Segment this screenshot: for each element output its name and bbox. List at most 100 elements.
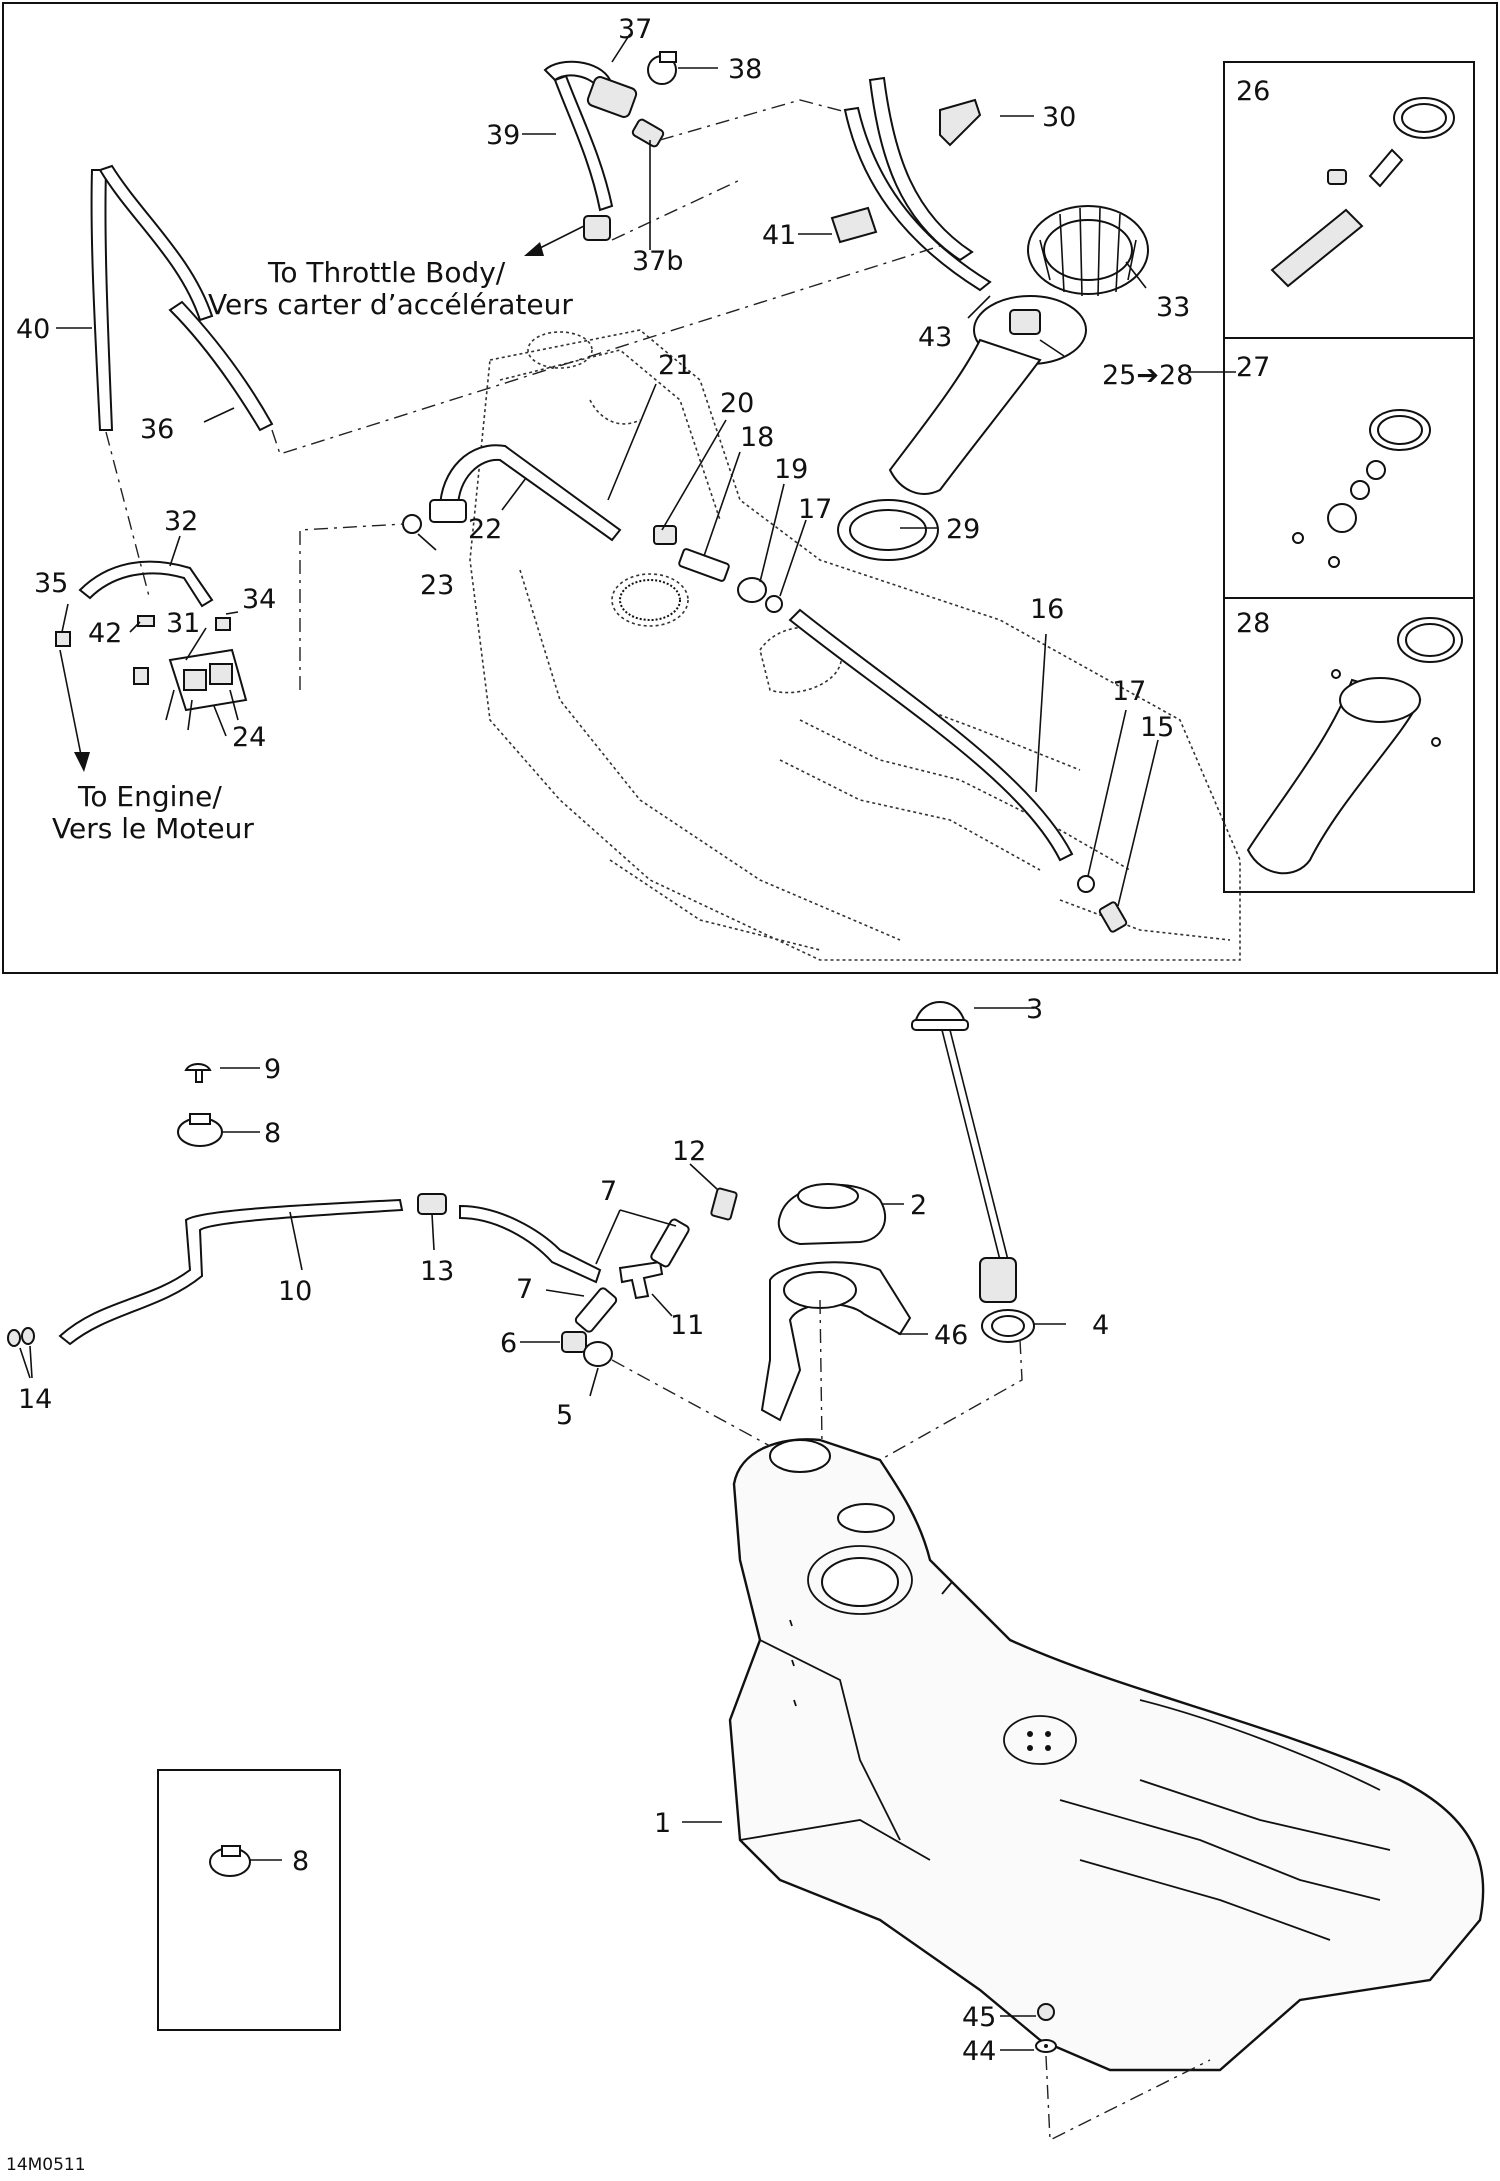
connector-37b [583,215,611,241]
callout-6: 6 [500,1328,517,1359]
washer-44 [1035,2039,1057,2053]
callout-38: 38 [728,54,762,85]
callout-39: 39 [486,120,520,151]
fuel-cap-2 [777,1183,887,1246]
callout-20: 20 [720,388,754,419]
fuel-tank-1 [728,1438,1485,2072]
clamp-17-lower [1077,875,1095,893]
note-engine-line1: To Engine/ [77,780,222,813]
pressure-regulator-24 [165,648,248,731]
callout-27: 27 [1236,352,1270,383]
hose-32 [78,560,214,608]
callout-12: 12 [672,1136,706,1167]
diagram-code: 14M0511 [6,2155,86,2175]
callout-11: 11 [670,1310,704,1341]
fuel-pump-module-25 [888,295,1087,495]
note-engine-line2: Vers le Moteur [52,812,254,845]
arrow-to-engine [59,649,90,772]
callout-26: 26 [1236,76,1270,107]
callout-5: 5 [556,1400,573,1431]
inset-8-clamp [209,1845,251,1877]
ghost-fuel-tank [469,329,1241,961]
routing-lines [105,99,1211,2142]
callout-30: 30 [1042,102,1076,133]
callout-1: 1 [654,1808,671,1839]
clamp-14 [7,1327,35,1347]
clamp-38 [647,51,677,85]
callout-31: 31 [166,608,200,639]
callout-37b: 37b [632,246,684,277]
callout-34: 34 [242,584,276,615]
callout-40: 40 [16,314,50,345]
callout-14: 14 [18,1384,52,1415]
nut-45 [1037,2003,1055,2021]
inset-frame-pump-housing [1223,597,1475,893]
callout-18: 18 [740,422,774,453]
hose-40 [90,164,214,431]
callout-15: 15 [1140,712,1174,743]
callout-4: 4 [1092,1310,1109,1341]
callout-2: 2 [910,1190,927,1221]
callout-29: 29 [946,514,980,545]
callout-8-inset: 8 [292,1846,309,1877]
callout-16: 16 [1030,594,1064,625]
callout-35: 35 [34,568,68,599]
hose-7-right [650,1218,690,1268]
note-throttle-line1: To Throttle Body/ [267,256,506,289]
inset-28-parts [1246,617,1463,875]
callout-10: 10 [278,1276,312,1307]
tee-11 [618,1260,664,1300]
hose-7-upper [459,1204,602,1284]
connector-37 [586,76,638,118]
callout-33: 33 [1156,292,1190,323]
callout-7-lower: 7 [516,1274,533,1305]
callout-42: 42 [88,618,122,649]
grommet-5 [583,1341,613,1367]
hose-7-lower [574,1287,618,1333]
tube-16 [788,608,1074,862]
leader-lines [19,33,1236,2051]
callout-24: 24 [232,722,266,753]
callout-44: 44 [962,2036,996,2067]
callout-23: 23 [420,570,454,601]
hose-10 [58,1198,404,1346]
callout-17-lower: 17 [1112,676,1146,707]
callout-3: 3 [1026,994,1043,1025]
callout-22: 22 [468,514,502,545]
callout-8: 8 [264,1118,281,1149]
inset-26-parts [1270,97,1455,288]
arrow-to-throttle [524,225,585,256]
clip-42 [137,615,155,627]
spring-15 [1098,901,1128,933]
vent-cap-3 [911,1001,1017,1303]
valve-18 [678,548,730,582]
cap-9 [184,1063,212,1083]
upper-view-frame [2,2,1498,974]
grommet-4 [981,1309,1035,1343]
clamp-17-upper [765,595,783,613]
clip-30 [939,98,982,147]
fitting-37-end [631,118,665,148]
callout-41: 41 [762,220,796,251]
clamp-8 [177,1113,223,1147]
elbow-6 [561,1331,587,1353]
hose-21-22 [429,444,622,542]
clamp-23 [402,514,422,534]
callout-13: 13 [420,1256,454,1287]
callout-7-upper: 7 [600,1176,617,1207]
fitting-20 [653,525,677,545]
sleeve-41 [830,206,878,244]
callout-37: 37 [618,14,652,45]
callout-45: 45 [962,2002,996,2033]
callout-36: 36 [140,414,174,445]
inset-frame-clamp [157,1769,341,2031]
lock-ring-33 [1027,205,1149,297]
callout-32: 32 [164,506,198,537]
hose-36 [168,300,274,432]
callout-43: 43 [918,322,952,353]
inset-27-parts [1292,409,1431,568]
seal-29 [837,499,939,561]
callout-46: 46 [934,1320,968,1351]
callout-17-upper: 17 [798,494,832,525]
clip-34 [215,617,231,631]
